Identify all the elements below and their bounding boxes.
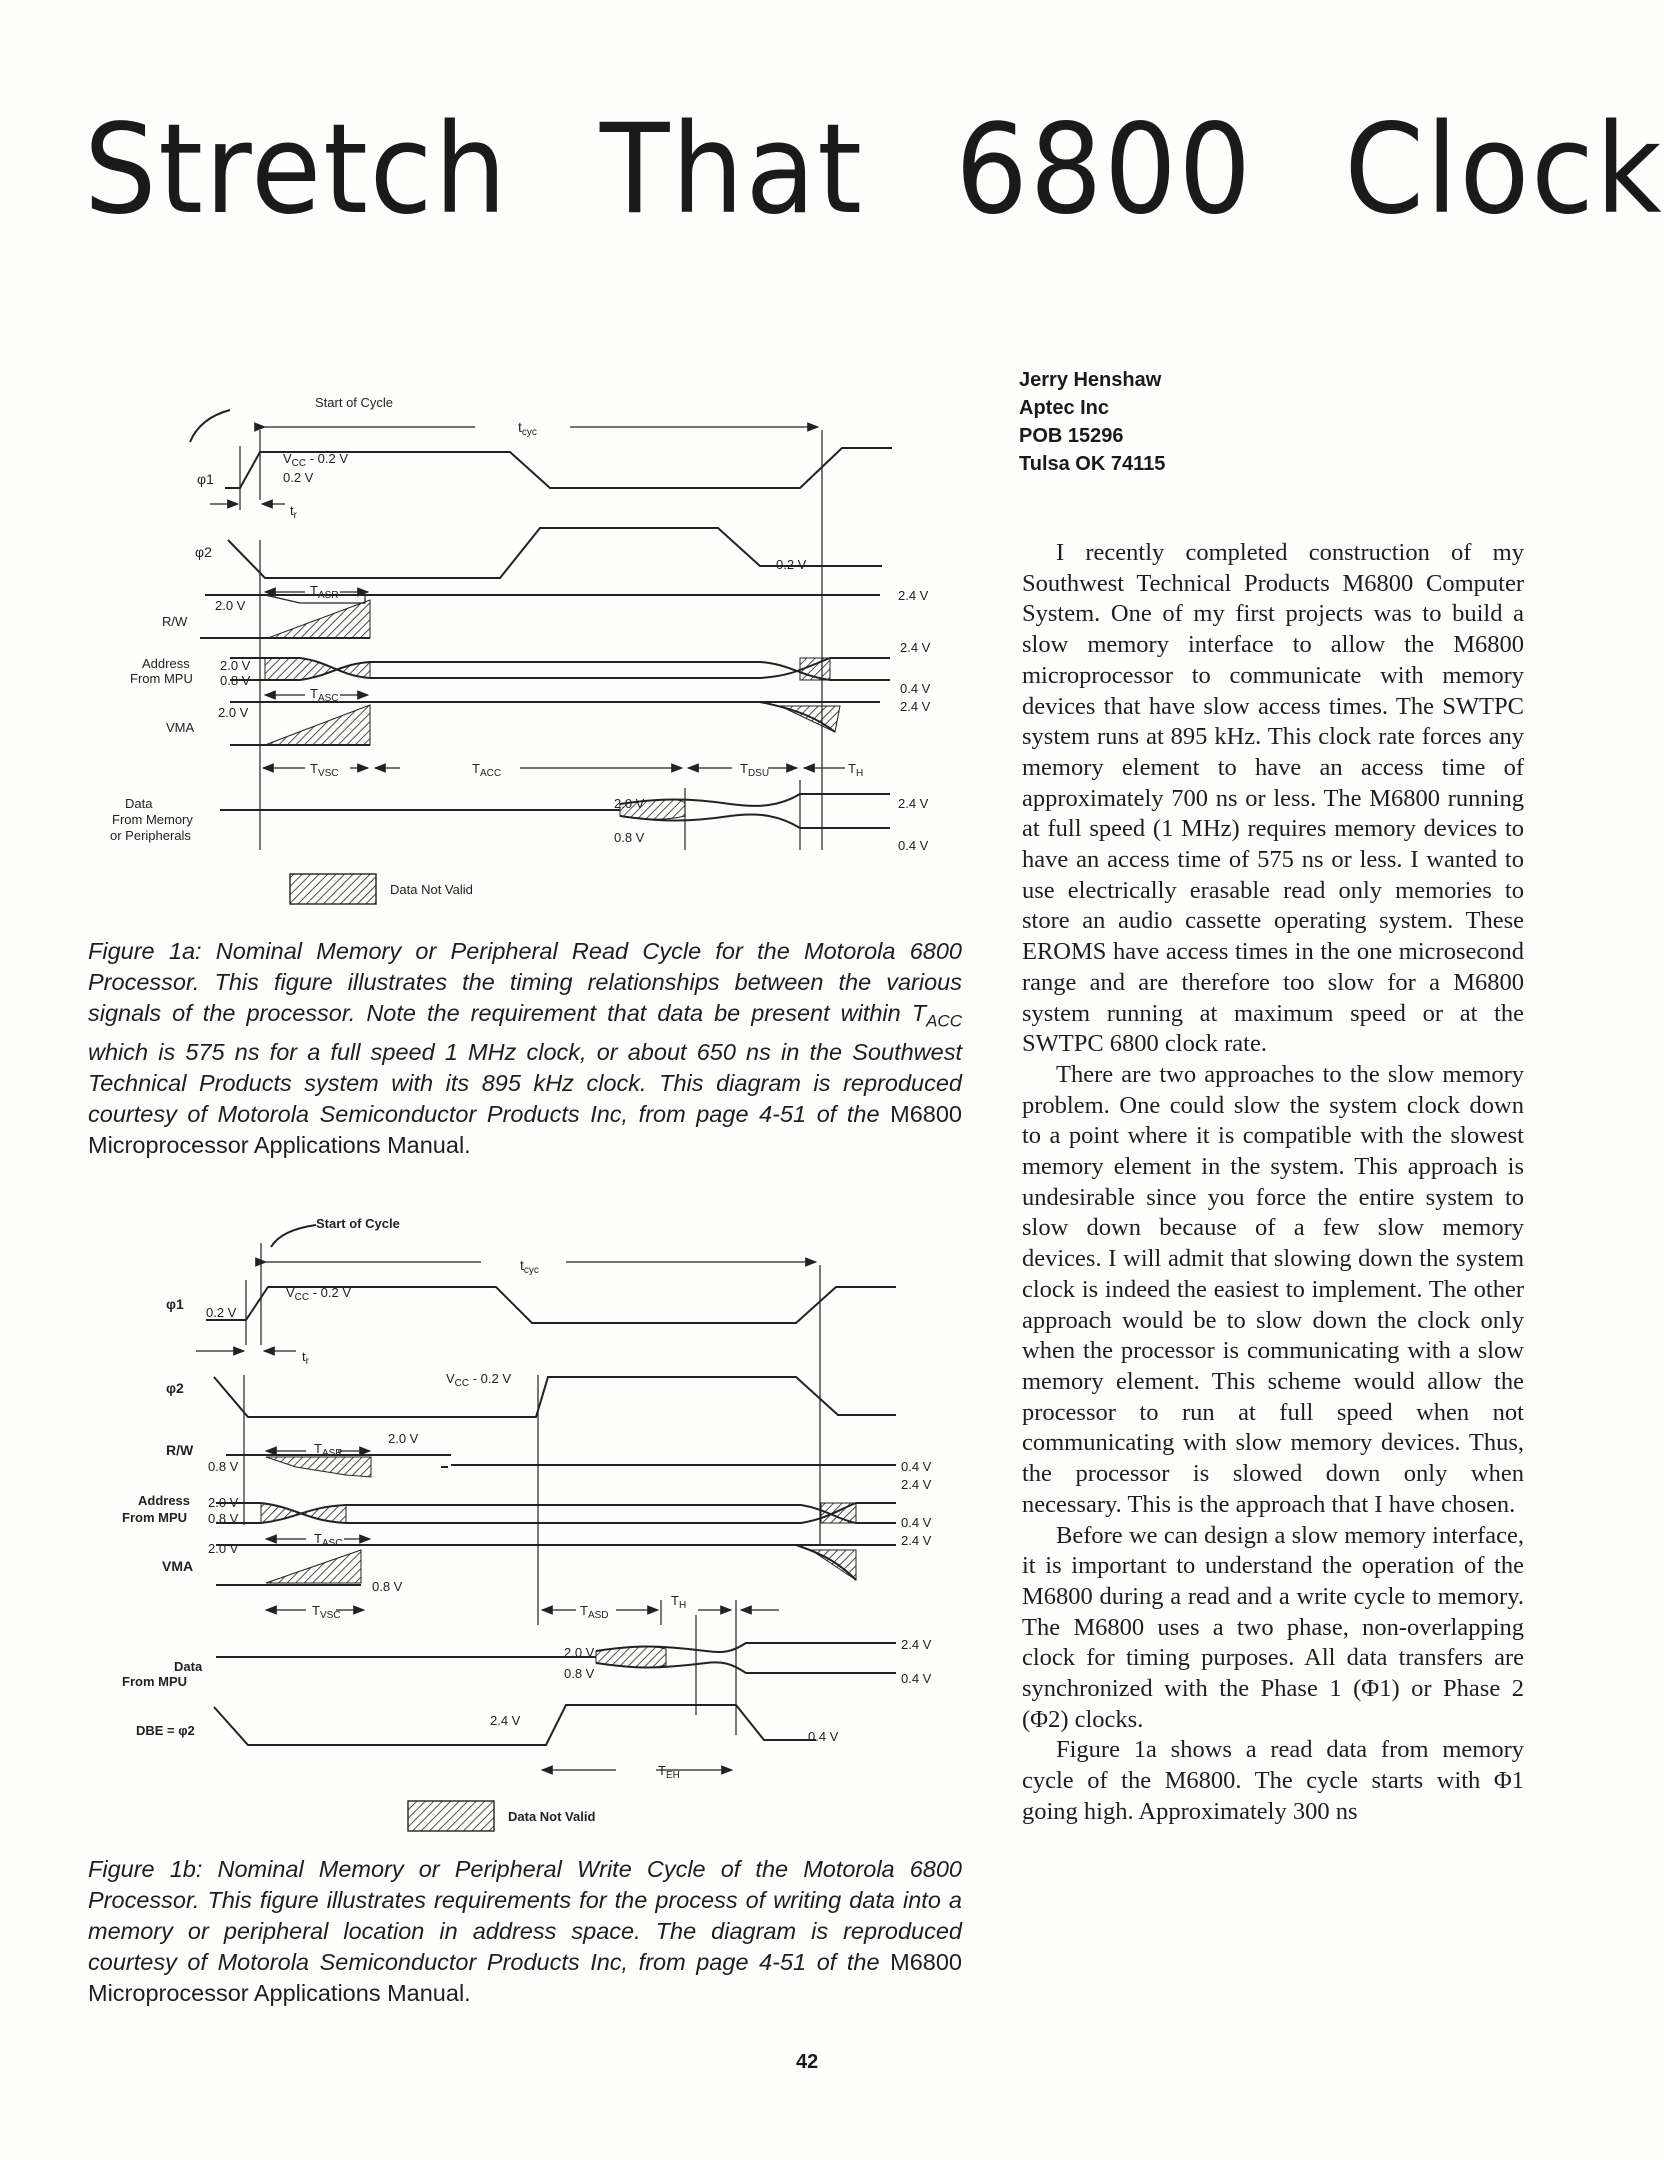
figure-1a-timing-diagram: Start of Cycle tcyc φ1 VCC - 0.2 V 0.2 V… xyxy=(110,395,931,905)
fig1a-v04-data-label: 0.4 V xyxy=(898,838,929,853)
fig1a-tacc-label: TACC xyxy=(472,761,501,779)
fig1b-address-label-2: From MPU xyxy=(122,1510,187,1525)
author-block: Jerry Henshaw Aptec Inc POB 15296 Tulsa … xyxy=(1019,366,1165,478)
article-body: I recently completed construction of my … xyxy=(1022,538,1524,1828)
fig1b-v24-vma-label: 2.4 V xyxy=(901,1533,932,1548)
fig1b-v24-dbe-label: 2.4 V xyxy=(490,1713,521,1728)
fig1a-v20-vma-label: 2.0 V xyxy=(218,705,249,720)
fig1a-data-label-2: From Memory xyxy=(112,812,193,827)
fig1b-phi1-label: φ1 xyxy=(166,1296,184,1312)
fig1b-tasr-label: TASR xyxy=(314,1441,343,1459)
fig1a-rw-label: R/W xyxy=(162,614,188,629)
fig1a-v20-data-label: 2.0 V xyxy=(614,796,645,811)
fig1b-tr-label: tr xyxy=(302,1349,310,1367)
fig1b-address-label-1: Address xyxy=(138,1493,190,1508)
fig1a-phi1-label: φ1 xyxy=(197,471,214,487)
fig1a-phi2-label: φ2 xyxy=(195,544,212,560)
fig1a-v02-label: 0.2 V xyxy=(283,470,314,485)
figure-1b-timing-diagram: Start of Cycle tcyc φ1 0.2 V VCC - 0.2 V… xyxy=(122,1216,932,1832)
fig1b-tasd-label: TASD xyxy=(580,1603,609,1621)
fig1b-legend-label: Data Not Valid xyxy=(508,1809,595,1824)
fig1a-address-label-2: From MPU xyxy=(130,671,193,686)
fig1a-tr-label: tr xyxy=(290,503,298,521)
fig1b-v04-dbe-label: 0.4 V xyxy=(808,1729,839,1744)
fig1a-data-label-1: Data xyxy=(125,796,153,811)
fig1b-data-label-1: Data xyxy=(174,1659,203,1674)
fig1b-vcc-label: VCC - 0.2 V xyxy=(286,1285,351,1303)
fig1a-v20-addr-label: 2.0 V xyxy=(220,658,251,673)
fig1a-th-label: TH xyxy=(848,761,863,779)
fig1a-v08-addr-label: 0.8 V xyxy=(220,673,251,688)
fig1b-tasc-label: TASC xyxy=(314,1531,343,1549)
fig1b-dbe-label: DBE = φ2 xyxy=(136,1723,195,1738)
author-city: Tulsa OK 74115 xyxy=(1019,453,1166,475)
fig1b-tvsc-label: TVSC xyxy=(312,1603,341,1621)
fig1b-v08-rw-label: 0.8 V xyxy=(208,1459,239,1474)
fig1b-vcc-phi2-label: VCC - 0.2 V xyxy=(446,1371,511,1389)
fig1a-v02-phi2-label: 0.2 V xyxy=(776,557,807,572)
figure-1b-caption: Figure 1b: Nominal Memory or Peripheral … xyxy=(88,1856,962,2006)
fig1a-start-of-cycle: Start of Cycle xyxy=(315,395,393,410)
body-paragraph: Before we can design a slow memory inter… xyxy=(1022,1521,1524,1733)
fig1b-v04-data-label: 0.4 V xyxy=(901,1671,932,1686)
fig1a-data-label-3: or Peripherals xyxy=(110,828,191,843)
fig1b-tcyc-label: tcyc xyxy=(520,1257,539,1276)
article-title: Stretch That 6800 Clock xyxy=(84,98,1664,242)
fig1b-teh-label: TEH xyxy=(658,1763,680,1781)
fig1a-v24-addr-label: 2.4 V xyxy=(900,640,931,655)
fig1b-vma-label: VMA xyxy=(162,1558,193,1574)
fig1a-v24-rw-label: 2.4 V xyxy=(898,588,929,603)
fig1b-v24-addr-label: 2.4 V xyxy=(901,1477,932,1492)
fig1a-v08-data-label: 0.8 V xyxy=(614,830,645,845)
fig1a-v24-vma-label: 2.4 V xyxy=(900,699,931,714)
fig1b-v04-addr-label: 0.4 V xyxy=(901,1515,932,1530)
fig1b-v08-vma-label: 0.8 V xyxy=(372,1579,403,1594)
page-number: 42 xyxy=(796,2051,819,2073)
fig1a-vcc-label: VCC - 0.2 V xyxy=(283,451,348,469)
fig1a-tvsc-label: TVSC xyxy=(310,761,339,779)
figure-1a-caption: Figure 1a: Nominal Memory or Peripheral … xyxy=(88,938,962,1158)
fig1a-tasc-label: TASC xyxy=(310,686,339,704)
fig1b-v20-rw-label: 2.0 V xyxy=(388,1431,419,1446)
body-paragraph: Figure 1a shows a read data from memory … xyxy=(1022,1736,1524,1825)
fig1b-v08-data-label: 0.8 V xyxy=(564,1666,595,1681)
fig1a-tasr-label: TASR xyxy=(310,583,339,601)
fig1b-v24-data-label: 2.4 V xyxy=(901,1637,932,1652)
fig1a-v20-rw-label: 2.0 V xyxy=(215,598,246,613)
fig1b-v20-vma-label: 2.0 V xyxy=(208,1541,239,1556)
body-paragraph: There are two approaches to the slow mem… xyxy=(1022,1060,1524,1518)
fig1b-start-of-cycle: Start of Cycle xyxy=(316,1216,400,1231)
fig1b-data-label-2: From MPU xyxy=(122,1674,187,1689)
fig1b-v20-addr-label: 2.0 V xyxy=(208,1495,239,1510)
body-paragraph: I recently completed construction of my … xyxy=(1022,539,1524,1058)
fig1a-tcyc-label: tcyc xyxy=(518,419,537,438)
author-name: Jerry Henshaw xyxy=(1019,369,1162,391)
author-pob: POB 15296 xyxy=(1019,425,1124,447)
fig1a-vma-label: VMA xyxy=(166,720,195,735)
fig1b-phi2-label: φ2 xyxy=(166,1380,184,1396)
fig1b-v04-rw-label: 0.4 V xyxy=(901,1459,932,1474)
fig1a-legend-label: Data Not Valid xyxy=(390,882,473,897)
fig1a-v24-data-label: 2.4 V xyxy=(898,796,929,811)
fig1a-tdsu-label: TDSU xyxy=(740,761,769,779)
author-company: Aptec Inc xyxy=(1019,397,1110,419)
fig1b-v20-data-label: 2.0 V xyxy=(564,1645,595,1660)
fig1a-v04-addr-label: 0.4 V xyxy=(900,681,931,696)
fig1b-v02-label: 0.2 V xyxy=(206,1305,237,1320)
fig1b-v08-addr-label: 0.8 V xyxy=(208,1511,239,1526)
fig1a-address-label-1: Address xyxy=(142,656,190,671)
fig1b-rw-label: R/W xyxy=(166,1442,194,1458)
fig1b-th-label: TH xyxy=(671,1593,686,1611)
